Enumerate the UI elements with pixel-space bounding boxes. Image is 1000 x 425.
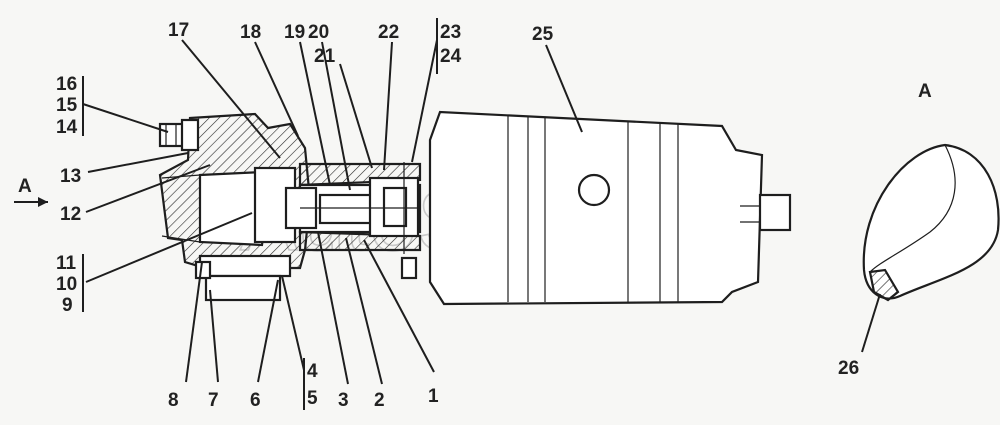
- shaft-body: [253, 162, 422, 254]
- callout-labels: 16 15 14 13 12 11 10 9 17 18 19 20 21 22…: [56, 20, 859, 411]
- view-label: A: [918, 81, 932, 102]
- callout-6: 6: [250, 390, 261, 411]
- callout-26: 26: [838, 358, 859, 379]
- lower-nut: [400, 256, 418, 280]
- callout-15: 15: [56, 95, 78, 116]
- callout-18: 18: [240, 22, 261, 43]
- callout-12: 12: [60, 204, 81, 225]
- callout-13: 13: [60, 166, 81, 187]
- callout-11: 11: [56, 253, 77, 274]
- callout-5: 5: [307, 388, 318, 409]
- callout-2: 2: [374, 390, 385, 411]
- callout-7: 7: [208, 390, 219, 411]
- callout-23: 23: [440, 22, 461, 43]
- callout-21: 21: [314, 46, 336, 67]
- callout-22: 22: [378, 22, 399, 43]
- callout-3: 3: [338, 390, 349, 411]
- callout-9: 9: [62, 295, 73, 316]
- bottom-plug: [194, 254, 292, 302]
- view-a-detail: [862, 143, 1000, 302]
- leader-lines: [82, 18, 881, 410]
- callout-4: 4: [307, 361, 318, 382]
- callout-24: 24: [440, 46, 462, 67]
- callout-14: 14: [56, 117, 78, 138]
- callout-10: 10: [56, 274, 77, 295]
- motor: [428, 110, 792, 306]
- top-bolt: [158, 118, 200, 152]
- direction-arrow-a: [14, 197, 48, 207]
- arrow-label: A: [18, 176, 32, 197]
- callout-25: 25: [532, 24, 554, 45]
- callout-17: 17: [168, 20, 189, 41]
- callout-16: 16: [56, 74, 77, 95]
- callout-19: 19: [284, 22, 305, 43]
- callout-8: 8: [168, 390, 179, 411]
- callout-20: 20: [308, 22, 329, 43]
- callout-1: 1: [428, 386, 439, 407]
